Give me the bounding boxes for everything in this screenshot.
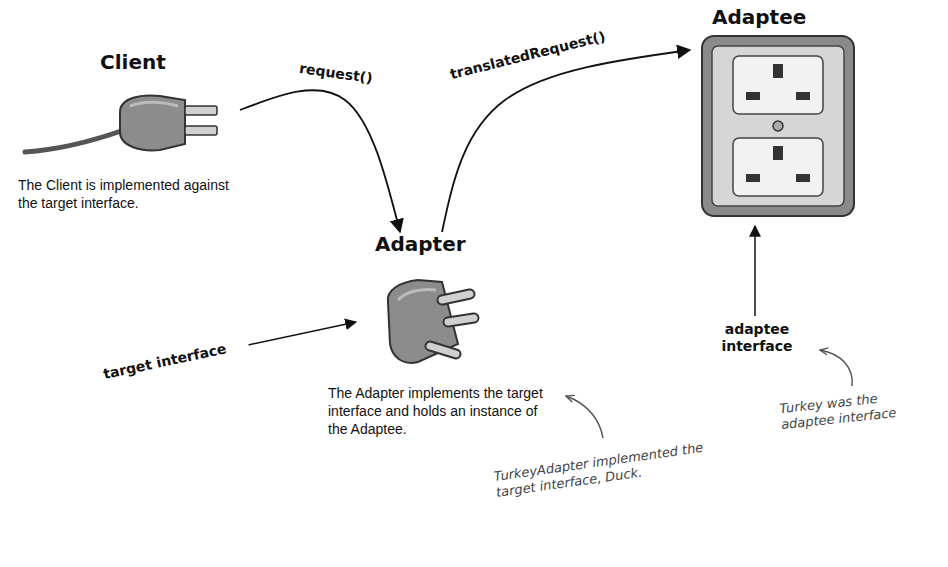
socket-hole <box>746 92 760 100</box>
adapter-pin <box>442 294 470 300</box>
node-title: Adaptee <box>712 5 852 29</box>
plug-prong <box>185 126 217 135</box>
plug-prong <box>185 106 217 115</box>
adapter-pin <box>430 346 456 354</box>
socket-hole <box>746 174 760 182</box>
outlet-plate <box>712 46 844 206</box>
node-description: The Adapter implements the target interf… <box>328 384 548 438</box>
adapter-illustration <box>388 280 474 363</box>
handwritten-note: TurkeyAdapter implemented the target int… <box>491 436 728 502</box>
adapter-pin <box>448 318 474 322</box>
component-node: AdapterThe Adapter implements the target… <box>320 232 565 442</box>
outlet-illustration <box>702 36 854 216</box>
socket-hole <box>773 64 783 78</box>
edge-label-holder: translatedRequest() <box>445 26 610 84</box>
socket-hole <box>796 92 810 100</box>
node-description: The Client is implemented against the ta… <box>18 176 233 212</box>
adapter-highlight <box>398 289 436 300</box>
interface-label: target interface <box>100 335 251 385</box>
leader-arrow <box>754 226 756 316</box>
component-node: Adaptee <box>690 5 865 217</box>
note-arrow <box>820 350 852 386</box>
outlet-screw <box>773 121 783 131</box>
plug-illustration <box>25 96 217 152</box>
plug-body <box>120 96 185 151</box>
method-label: translatedRequest() <box>445 26 610 84</box>
node-title: Client <box>100 50 240 74</box>
label-holder: adaptee interface <box>712 320 802 356</box>
component-node: ClientThe Client is implemented against … <box>15 50 240 220</box>
adapter-pin <box>448 318 474 322</box>
adapter-pin <box>442 294 470 300</box>
socket-hole <box>773 146 783 160</box>
adapter-pin <box>430 346 456 354</box>
method-label: request() <box>295 59 377 89</box>
interface-label: adaptee interface <box>712 320 802 356</box>
label-holder: target interface <box>100 335 251 385</box>
node-title: Adapter <box>375 232 515 256</box>
plug-highlight <box>130 102 178 106</box>
socket-hole <box>796 174 810 182</box>
leader-arrow <box>248 322 356 345</box>
label-holder: Turkey was the adaptee interface <box>777 384 940 435</box>
label-holder: TurkeyAdapter implemented the target int… <box>491 436 728 502</box>
note-arrow <box>566 396 603 438</box>
outlet-frame <box>702 36 854 216</box>
edge-label-holder: request() <box>295 59 377 89</box>
socket <box>733 138 823 196</box>
socket <box>733 56 823 114</box>
call-arrow <box>240 90 400 232</box>
plug-cord <box>25 130 124 152</box>
handwritten-note: Turkey was the adaptee interface <box>777 384 940 435</box>
